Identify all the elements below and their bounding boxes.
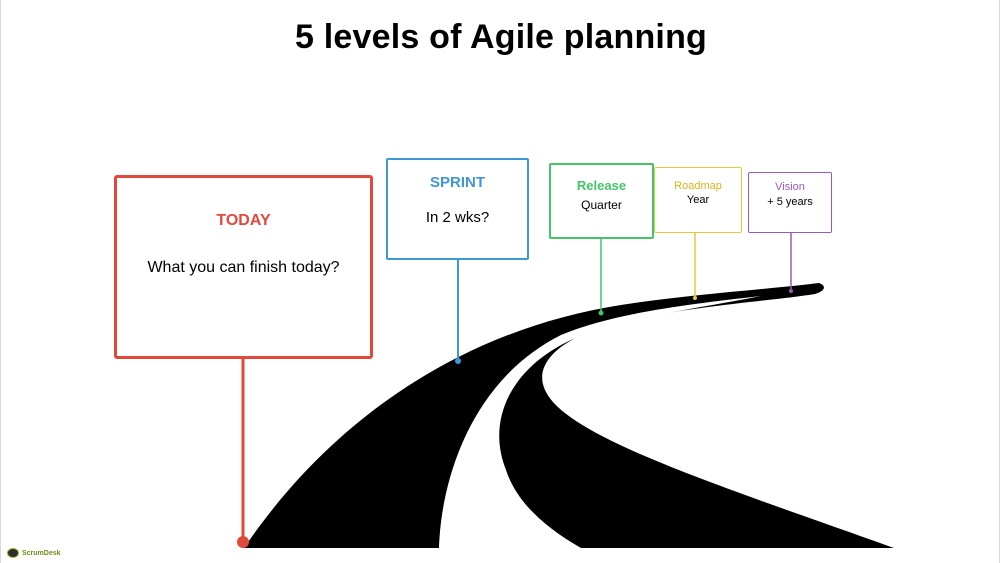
level-description: Year bbox=[686, 194, 710, 206]
level-label: TODAY bbox=[216, 212, 271, 229]
level-card-today: TODAY What you can finish today? bbox=[114, 175, 373, 359]
level-description: What you can finish today? bbox=[147, 259, 340, 276]
today-dot bbox=[237, 536, 249, 548]
level-description: + 5 years bbox=[767, 196, 813, 208]
brand-logo: ScrumDesk bbox=[7, 547, 61, 559]
sprint-dot bbox=[455, 358, 461, 364]
logo-text: ScrumDesk bbox=[22, 549, 61, 557]
level-label: SPRINT bbox=[429, 174, 485, 191]
level-card-release: Release Quarter bbox=[549, 163, 654, 239]
slide-title: 5 levels of Agile planning bbox=[294, 18, 708, 56]
road-lane bbox=[439, 296, 761, 548]
level-card-roadmap: Roadmap Year bbox=[654, 167, 742, 233]
level-label: Release bbox=[576, 178, 627, 193]
scrumdesk-logo-icon bbox=[7, 548, 19, 558]
level-description: In 2 wks? bbox=[425, 209, 490, 226]
vision-dot bbox=[789, 289, 793, 293]
level-label: Vision bbox=[775, 181, 805, 193]
level-label: Roadmap bbox=[674, 180, 722, 192]
road-shape bbox=[244, 283, 894, 548]
roadmap-dot bbox=[693, 296, 697, 300]
release-dot bbox=[598, 310, 604, 316]
level-card-sprint: SPRINT In 2 wks? bbox=[386, 158, 529, 260]
level-description: Quarter bbox=[581, 198, 622, 212]
level-card-vision: Vision + 5 years bbox=[748, 172, 832, 233]
